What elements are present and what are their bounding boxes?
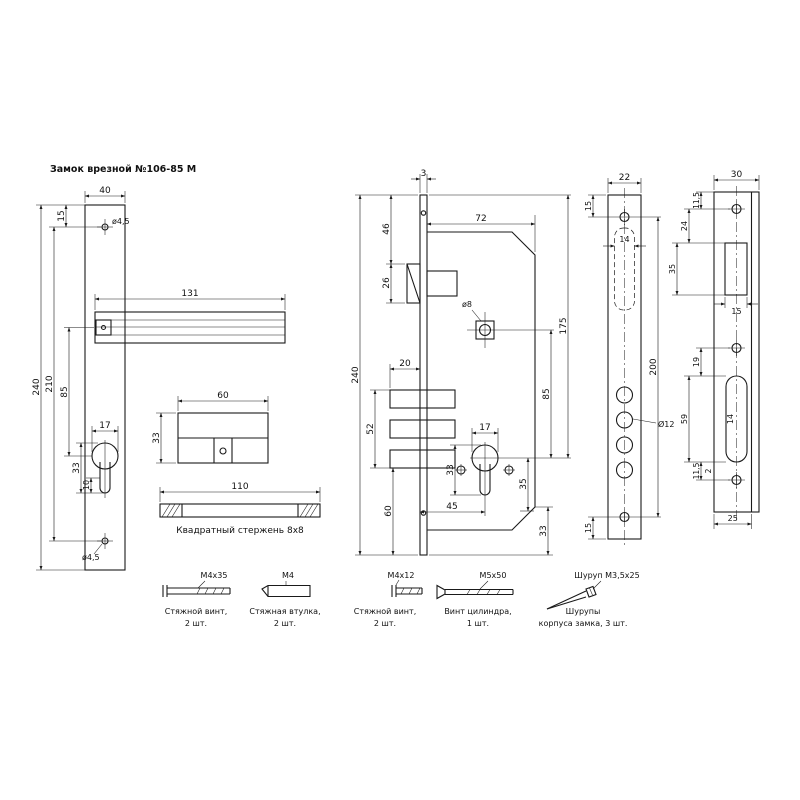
body-dim-33-keyhole: 33 [446, 464, 456, 475]
faceplate-view: 22 15 14 200 Ø12 15 [584, 173, 674, 546]
wood-screw-details [589, 580, 602, 596]
plate-dim-210: 210 [45, 375, 55, 392]
fastener-wood-screw-m35x25: Шуруп М3,5х25 Шурупы корпуса замка, 3 шт… [539, 571, 640, 628]
strike-dim-35: 35 [668, 264, 677, 274]
fastener-tie-screw-m4x12: М4х12 Стяжной винт, 2 шт. [354, 571, 423, 628]
cylinder-screw-icon [436, 584, 514, 600]
fastener-cylinder-screw-m5x50: М5х50 Винт цилиндра, 1 шт. [436, 571, 514, 628]
fastener-caption-line1: Стяжная втулка, [249, 607, 320, 616]
drawing-title: Замок врезной №106-85 М [50, 164, 196, 175]
plate-dim-dia45-bottom: ø4,5 [82, 553, 100, 562]
handle-plate-geometry [84, 204, 286, 571]
fastener-size-label: М4 [282, 571, 294, 580]
body-dim-35: 35 [519, 478, 529, 489]
body-dim-3: 3 [421, 169, 427, 179]
fastener-caption-line2: 1 шт. [467, 619, 489, 628]
fastener-caption-line2: 2 шт. [185, 619, 207, 628]
strike-dim-14: 14 [726, 414, 735, 424]
faceplate-dim-15-bottom: 15 [584, 523, 593, 533]
spindle-view: 110 Квадратный стержень 8х8 [159, 482, 321, 536]
faceplate-dim-14: 14 [619, 235, 629, 244]
handle-plate-dimension-lines [39, 194, 286, 571]
fastener-caption-line2: 2 шт. [374, 619, 396, 628]
fastener-caption-line1: Винт цилиндра, [444, 607, 511, 616]
body-dim-72: 72 [475, 214, 486, 224]
fastener-size-label: М4х12 [388, 571, 415, 580]
strike-dim-24: 24 [680, 221, 689, 231]
body-dim-46: 46 [382, 223, 392, 235]
lock-body-geometry [389, 194, 536, 556]
spindle-dim-110: 110 [231, 482, 248, 492]
cylinder-dimension-lines [159, 399, 269, 464]
tie-screw-short-icon [391, 585, 423, 597]
faceplate-dim-22: 22 [619, 173, 630, 183]
fastener-size-label: М4х35 [201, 571, 228, 580]
strike-dim-25: 25 [728, 514, 738, 523]
tie-screw-short-threads [395, 579, 421, 595]
cylinder-screw-threads [466, 580, 501, 595]
lock-body-dimension-lines [358, 177, 570, 556]
body-dim-45: 45 [446, 502, 457, 512]
fastener-caption-line1: Стяжной винт, [165, 607, 227, 616]
cylinder-thin-lines [156, 396, 269, 464]
body-dim-26: 26 [382, 277, 392, 289]
plate-dim-15: 15 [57, 210, 67, 221]
plate-dim-10: 10 [82, 480, 91, 490]
strike-geometry [713, 191, 760, 513]
faceplate-hidden-slot [614, 227, 635, 311]
fastener-size-label: Шуруп М3,5х25 [574, 571, 639, 580]
body-dim-dia8: ø8 [462, 300, 472, 309]
lock-body-thin-lines [355, 174, 571, 556]
strike-dim-15: 15 [731, 307, 741, 316]
body-dim-175: 175 [559, 317, 569, 334]
plate-dim-dia45-top: ø4,5 [112, 217, 130, 226]
spindle-caption: Квадратный стержень 8х8 [176, 526, 304, 536]
faceplate-dim-15-top: 15 [584, 201, 593, 211]
plate-dim-85: 85 [60, 386, 70, 397]
strike-dim-59: 59 [680, 414, 689, 424]
fastener-size-label: М5х50 [480, 571, 507, 580]
cylinder-dim-60: 60 [217, 391, 229, 401]
body-dim-240: 240 [351, 366, 361, 383]
strike-dim-115-bottom: 11,5 [692, 462, 701, 479]
cylinder-view: 60 33 [152, 391, 269, 464]
plate-dim-40: 40 [99, 186, 111, 196]
plate-dim-33: 33 [72, 462, 82, 473]
fastener-tie-sleeve-m4: М4 Стяжная втулка, 2 шт. [249, 571, 320, 628]
tie-screw-long-icon [162, 585, 231, 597]
body-dim-60: 60 [384, 505, 394, 517]
spindle-geometry [159, 503, 321, 518]
tie-sleeve-icon [261, 584, 311, 598]
fastener-caption-line1: Шурупы [566, 607, 601, 616]
body-dim-85: 85 [542, 388, 552, 399]
body-dim-20: 20 [399, 359, 411, 369]
wood-screw-icon [546, 585, 597, 610]
cylinder-dim-33: 33 [152, 432, 162, 443]
strike-plate-view: 30 11,5 24 35 15 19 59 14 11,5 2 25 [668, 170, 760, 529]
fastener-tie-screw-m4x35: М4х35 Стяжной винт, 2 шт. [162, 571, 231, 628]
lock-body-view: 3 72 46 26 ø8 240 20 52 85 175 17 33 35 … [351, 169, 571, 556]
strike-dimension-lines [675, 178, 760, 526]
handle-plate-view: 40 15 ø4,5 131 240 210 85 33 17 10 ø4,5 [32, 186, 286, 571]
strike-dim-19: 19 [692, 357, 701, 367]
fastener-caption-line2: 2 шт. [274, 619, 296, 628]
body-dim-33-bottom: 33 [539, 525, 549, 536]
plate-dim-240: 240 [32, 378, 42, 395]
strike-dim-30: 30 [731, 170, 743, 180]
fastener-caption-line1: Стяжной винт, [354, 607, 416, 616]
plate-dim-131: 131 [181, 289, 198, 299]
faceplate-dimension-lines [591, 181, 660, 540]
faceplate-dim-dia12: Ø12 [658, 419, 674, 429]
plate-dim-17: 17 [99, 421, 110, 431]
strike-dim-2: 2 [704, 468, 713, 473]
cylinder-geometry [177, 412, 269, 464]
fastener-caption-line2: корпуса замка, 3 шт. [539, 619, 628, 628]
tie-screw-long-threads [196, 580, 225, 595]
strike-dim-115-top: 11,5 [692, 192, 701, 209]
body-dim-52: 52 [366, 423, 376, 434]
body-dim-17: 17 [479, 423, 490, 433]
faceplate-dim-200: 200 [649, 358, 659, 375]
spindle-thin-lines [159, 487, 321, 518]
